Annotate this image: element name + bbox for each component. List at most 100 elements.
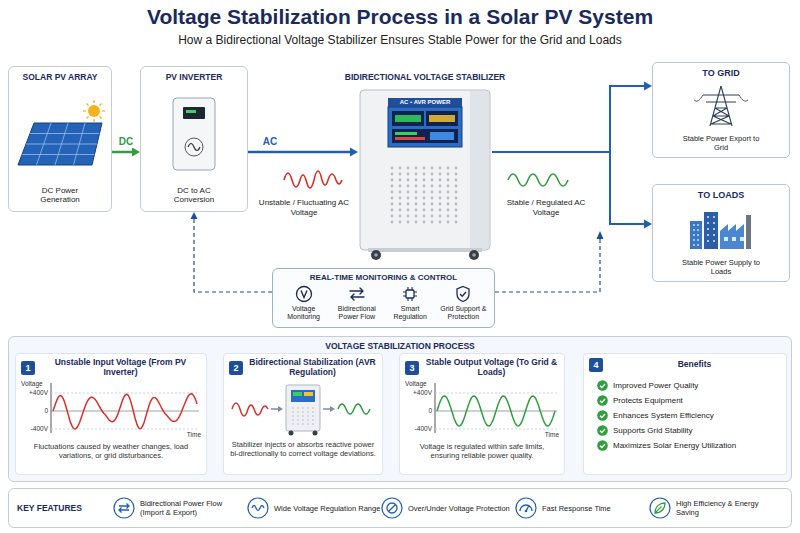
function-label: Grid Support & Protection: [437, 305, 489, 321]
step-number: 4: [589, 358, 603, 372]
check-icon: [597, 440, 608, 451]
box-caption: DC to AC Conversion: [158, 186, 230, 205]
step-box: 2Bidirectional Stabilization (AVR Regula…: [223, 353, 383, 475]
voltage-chart: Voltage+400V0-400VTime: [21, 381, 201, 439]
connector: [112, 148, 140, 157]
cabinet-icon: [358, 88, 492, 262]
step-box: 4 BenefitsImproved Power QualityProtects …: [583, 353, 787, 475]
monitoring-box: REAL-TIME MONITORING & CONTROL Voltage Mo…: [272, 268, 495, 328]
item-row: Protects Equipment: [597, 395, 683, 406]
benefit-item: Protects Equipment: [613, 396, 683, 405]
box-heading: TO LOADS: [698, 190, 744, 200]
x-axis: [51, 410, 199, 411]
step-description: Fluctuations caused by weather changes, …: [21, 442, 201, 460]
connector: [248, 148, 358, 157]
item-column: Voltage Monitoring: [278, 285, 330, 321]
step-title: Bidirectional Stabilization (AVR Regulat…: [248, 358, 377, 378]
step2-icon: [228, 381, 378, 437]
item-row: Improved Power Quality: [597, 380, 698, 391]
item-row: 4 Benefits: [589, 358, 781, 372]
stable-wave: [508, 174, 568, 186]
arrow-head: [132, 148, 140, 157]
f-speed-icon: [515, 497, 537, 519]
feature-label: High Efficiency & Energy Saving: [676, 499, 783, 517]
f-leaf-icon: [649, 497, 671, 519]
axis-label: 0: [21, 407, 48, 415]
box-caption: Stable Power Export to Grid: [675, 134, 767, 152]
item-row: Bidirectional Power Flow (Import & Expor…: [113, 497, 247, 519]
connector-line: [492, 86, 645, 152]
step-title: Unstable Input Voltage (From PV Inverter…: [40, 358, 201, 378]
tower-icon: [691, 84, 751, 128]
item-row: Over/Under Voltage Protection: [381, 497, 515, 519]
axis-label: -400V: [405, 425, 432, 433]
check-icon: [597, 380, 608, 391]
box-heading: REAL-TIME MONITORING & CONTROL: [277, 273, 490, 282]
chip-icon: [401, 285, 419, 303]
function-label: Voltage Monitoring: [278, 305, 330, 321]
solar-icon: [12, 99, 108, 169]
axis-label: 0: [405, 407, 432, 415]
item-column: Bidirectional Power Flow: [331, 285, 383, 321]
feature-label: Wide Voltage Regulation Range: [274, 504, 380, 513]
item-row: 3Stable Output Voltage (To Grid & Loads): [405, 358, 559, 378]
f-prot-icon: [381, 497, 403, 519]
chart-plot: [21, 381, 201, 439]
benefit-item: Improved Power Quality: [613, 381, 698, 390]
unstable-wave: [284, 171, 342, 188]
grid-box: TO GRID Stable Power Export to Grid: [652, 62, 790, 158]
item-column: Grid Support & Protection: [437, 285, 489, 321]
diagram-subtitle: How a Bidirectional Voltage Stabilizer E…: [0, 33, 800, 47]
axis-label: Time: [545, 431, 559, 439]
check-icon: [597, 410, 608, 421]
factory-icon: [686, 207, 756, 251]
waveform-label: Stable / Regulated AC Voltage: [498, 198, 594, 217]
display-label: AC • AVR POWER: [388, 98, 462, 107]
volt-icon: [295, 285, 313, 303]
connector-label: DC: [117, 136, 135, 148]
axis-label: Voltage: [21, 380, 43, 388]
check-icon: [597, 425, 608, 436]
item-row: Wide Voltage Regulation Range: [247, 497, 381, 519]
item-column: Smart Regulation: [384, 285, 436, 321]
grid-line: [51, 392, 199, 393]
box-caption: Stable Power Supply to Loads: [675, 258, 767, 276]
step-number: 1: [21, 361, 35, 375]
step-description: Stabilizer injects or absorbs reactive p…: [229, 440, 377, 458]
process-panel: VOLTAGE STABILIZATION PROCESS1Unstable I…: [8, 336, 792, 482]
loads-box: TO LOADS Stable Power Supply to Loads: [652, 184, 790, 282]
voltage-wave: [437, 396, 555, 426]
step-title: Stable Output Voltage (To Grid & Loads): [424, 358, 559, 378]
item-row: High Efficiency & Energy Saving: [649, 497, 783, 519]
arrow-head: [644, 220, 652, 229]
step-title: Benefits: [608, 360, 781, 370]
benefit-item: Supports Grid Stability: [613, 426, 693, 435]
connector-line: [112, 151, 133, 154]
function-label: Smart Regulation: [384, 305, 436, 321]
connector-label: AC: [261, 136, 279, 148]
box-heading: BIDIRECTIONAL VOLTAGE STABILIZER: [325, 72, 525, 82]
solar-array-box: SOLAR PV ARRAYDC Power Generation: [8, 66, 112, 212]
voltage-wave: [53, 393, 197, 428]
item-column: Improved Power QualityProtects Equipment…: [589, 376, 781, 451]
item-row: Enhances System Efficiency: [597, 410, 714, 421]
grid-line: [435, 428, 557, 429]
inverter-icon: [159, 95, 229, 173]
axis-label: Voltage: [405, 380, 427, 388]
connector-line: [248, 151, 351, 154]
waveform-label: Unstable / Fluctuating AC Voltage: [256, 198, 352, 217]
item-row: 2Bidirectional Stabilization (AVR Regula…: [229, 358, 377, 378]
box-heading: SOLAR PV ARRAY: [23, 73, 98, 83]
axis-label: Time: [187, 431, 201, 439]
box-heading: TO GRID: [702, 68, 739, 78]
box-heading: PV INVERTER: [166, 73, 223, 83]
inverter-box: PV INVERTER DC to AC Conversion: [140, 66, 248, 212]
voltage-chart: Voltage+400V0-400VTime: [405, 381, 559, 439]
stabilizer-cabinet: BIDIRECTIONAL VOLTAGE STABILIZERAC • AVR…: [358, 88, 492, 262]
feature-label: Bidirectional Power Flow (Import & Expor…: [140, 499, 247, 517]
y-axis: [435, 383, 436, 433]
benefit-item: Enhances System Efficiency: [613, 411, 714, 420]
connector: [492, 82, 652, 153]
function-label: Bidirectional Power Flow: [331, 305, 383, 321]
